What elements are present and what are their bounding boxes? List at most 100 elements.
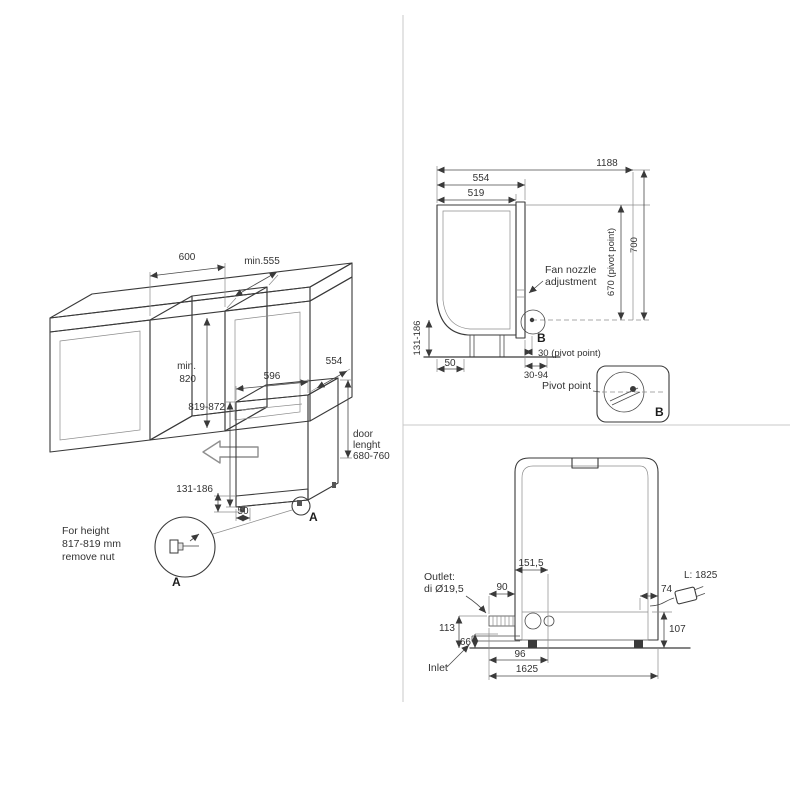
note-line-1: For height [62, 525, 109, 537]
dw-foot [332, 482, 336, 488]
inlet-leader [446, 644, 470, 668]
fan-nozzle-leader [528, 280, 544, 294]
right-cabinet-door-line [234, 311, 301, 421]
nut-detail [177, 542, 184, 551]
dw-side-face [307, 377, 339, 501]
dw-handle-line [241, 403, 303, 411]
depth-body-label: 519 [468, 188, 485, 199]
sv-body [436, 204, 517, 336]
pivot-height-label: 670 (pivot point) [606, 228, 617, 296]
dimension-line [235, 379, 309, 392]
foot-offset-label: 50 [237, 506, 249, 517]
niche-height-label-2: 820 [179, 374, 196, 385]
plug-prongs [694, 586, 706, 597]
depth-open-label: 1188 [596, 158, 618, 169]
dimension-line [234, 271, 278, 297]
niche-width-label: 600 [179, 252, 196, 263]
pivot-offset-label: 30 (pivot point) [538, 348, 601, 359]
dw-height-label: 819-872 [188, 402, 225, 413]
fan-nozzle-label-2: adjustment [545, 276, 596, 288]
detail-b-pivot-dot [630, 386, 636, 392]
note-line-2: 817-819 mm [62, 538, 121, 550]
side-view: 1188 554 519 Fan nozzle adjustment B 670… [412, 158, 670, 423]
outlet-label-1: Outlet: [424, 571, 455, 583]
inlet-label: Inlet [428, 662, 448, 674]
niche-height-label-1: min. [177, 361, 196, 372]
rv-foot [528, 640, 537, 648]
niche-back-panel [191, 286, 268, 417]
detail-a-label: A [172, 575, 181, 589]
outlet-hose-ribs [492, 616, 514, 626]
outlet-stub-label: 90 [496, 582, 508, 593]
rv-inner-wall [521, 465, 649, 641]
dw-width-label: 596 [264, 371, 281, 382]
pivot-marker-label: B [537, 331, 546, 345]
note-line-3: remove nut [62, 551, 115, 563]
sv-fan-nozzle-marks [516, 289, 525, 298]
dw-top-face [235, 377, 339, 403]
detail-a-marker-label: A [309, 510, 318, 524]
pivot-point-dot [529, 317, 535, 323]
plinth-range-label: 131-186 [176, 484, 213, 495]
outlet-leader [465, 595, 487, 614]
cabinet-isometric: 600 min.555 min. 820 [49, 252, 353, 464]
extension-lines [459, 574, 672, 680]
sv-inner-wall [442, 210, 511, 330]
detail-a-circle [154, 516, 216, 578]
niche-floor [149, 406, 268, 441]
sv-legs [469, 335, 505, 357]
countertop-front [49, 286, 311, 333]
outlet-height-label: 113 [439, 623, 455, 634]
outlet-label-2: di Ø19,5 [424, 583, 464, 595]
drain-hose-circle [524, 612, 542, 630]
right-cabinet-side [309, 276, 353, 422]
dw-depth-label: 554 [326, 356, 343, 367]
nut-detail [169, 539, 179, 554]
rear-view: L: 1825 151,5 90 74 113 66 107 96 1625 O… [424, 457, 718, 680]
countertop-top [49, 262, 353, 319]
pivot-point-title: Pivot point [542, 380, 591, 392]
total-height-label: 700 [629, 237, 640, 253]
door-length-label-2: lenght [353, 440, 380, 451]
countertop-end [309, 262, 353, 302]
cord-height-label: 107 [669, 624, 686, 635]
inlet-height-label: 66 [460, 637, 472, 648]
extension-lines [340, 379, 352, 459]
power-plug [674, 586, 706, 605]
drain-hose-circle [543, 615, 555, 627]
door-length-label-1: door [353, 429, 374, 440]
rv-foot [634, 640, 643, 648]
sv-door [515, 201, 526, 339]
rv-body [514, 457, 659, 641]
dw-foot [240, 506, 245, 512]
pivot-marker-circle [520, 309, 546, 335]
fan-nozzle-label-1: Fan nozzle [545, 264, 597, 276]
insert-direction-arrow [202, 440, 259, 464]
plug-body [674, 586, 698, 605]
depth-door-label: 554 [473, 173, 490, 184]
pivot-range-label: 30-94 [524, 370, 548, 381]
detail-b-box [596, 365, 670, 423]
niche-depth-label: min.555 [244, 256, 280, 267]
inlet-pipe [471, 635, 520, 642]
remove-arrow [189, 533, 200, 542]
dishwasher-isometric: 596 554 819-872 door lenght 680-760 131-… [176, 356, 390, 524]
cord-length-label: L: 1825 [684, 570, 718, 581]
dim-96-label: 96 [514, 649, 526, 660]
rv-top-notch [571, 457, 599, 469]
dimension-line [149, 264, 226, 279]
dimension-line [316, 370, 348, 389]
leg-range-label: 131-186 [412, 321, 423, 356]
dw-foot [297, 500, 302, 506]
detail-b-hinge-line [611, 391, 641, 406]
cord-offset-label: 74 [661, 584, 673, 595]
extension-lines [149, 263, 226, 316]
drain-pos-label: 151,5 [518, 558, 543, 569]
power-cord [649, 597, 675, 607]
outlet-hose [488, 615, 516, 627]
detail-a-marker-circle [291, 496, 311, 516]
detail-a: For height 817-819 mm remove nut A [62, 509, 293, 589]
door-length-label-3: 680-760 [353, 451, 390, 462]
